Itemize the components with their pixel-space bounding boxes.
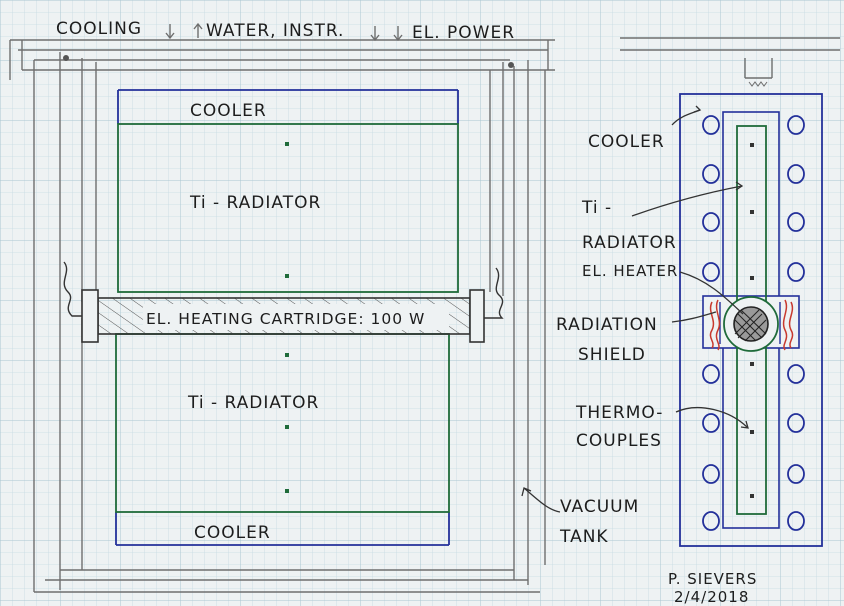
cooling-hole — [702, 164, 720, 184]
cooling-hole — [787, 115, 805, 135]
radiator-label: RADIATOR — [582, 233, 677, 253]
thermocouples-left — [285, 142, 289, 493]
cooling-hole — [702, 511, 720, 531]
radiation-shield-waves — [709, 299, 794, 351]
ti-radiator-top-label: Ti - RADIATOR — [189, 193, 321, 213]
cooling-hole — [702, 464, 720, 484]
cooling-hole — [787, 413, 805, 433]
radiation-label: RADIATION — [556, 315, 658, 335]
water-instr-label: WATER, INSTR. — [206, 21, 344, 41]
shield-label: SHIELD — [578, 345, 646, 365]
cooling-hole — [702, 364, 720, 384]
cooling-hole — [787, 212, 805, 232]
cooler-cross-section — [679, 93, 823, 547]
cooler-right-label: COOLER — [588, 132, 665, 152]
signature-name: P. SIEVERS — [668, 570, 757, 588]
el-power-label: EL. POWER — [412, 23, 515, 43]
thermo-label: THERMO- — [575, 403, 663, 423]
cartridge-label: EL. HEATING CARTRIDGE: 100 W — [146, 310, 425, 328]
vacuum-label: VACUUM — [560, 497, 639, 517]
radiation-shield — [719, 302, 781, 344]
cooler-bottom-label: COOLER — [194, 523, 271, 543]
signature-date: 2/4/2018 — [674, 588, 749, 606]
thread-mark — [748, 81, 768, 87]
cooler-bottom — [115, 512, 450, 546]
cooling-hole — [702, 413, 720, 433]
cartridge-end-left — [81, 289, 99, 343]
feedthrough-bolt-left — [63, 55, 69, 61]
cooler-top-label: COOLER — [190, 101, 267, 121]
cooler-top — [117, 89, 459, 124]
cooling-hole — [702, 262, 720, 282]
cooling-label: COOLING — [56, 19, 142, 39]
cooling-hole — [702, 212, 720, 232]
el-heater-label: EL. HEATER — [582, 262, 678, 280]
cooling-hole — [787, 164, 805, 184]
cooling-hole — [787, 364, 805, 384]
cartridge-end-right — [469, 289, 485, 343]
ti-radiator-top — [117, 123, 459, 293]
cooling-hole — [787, 511, 805, 531]
thermocouples-right — [750, 143, 754, 498]
cooling-hole — [787, 262, 805, 282]
el-heater-core — [733, 306, 769, 342]
el-heater-crosshatch — [734, 309, 767, 342]
leader-lines — [521, 105, 749, 513]
cartridge-label-bg — [143, 304, 449, 330]
tank-label: TANK — [559, 527, 609, 547]
couples-label: COUPLES — [576, 431, 662, 451]
wire-right-icon — [484, 267, 504, 319]
cooling-hole — [702, 115, 720, 135]
ti-radiator-bottom-label: Ti - RADIATOR — [187, 393, 319, 413]
feedthrough-lines — [9, 37, 840, 593]
header-arrows — [165, 22, 403, 42]
feedthrough-bolt-right — [508, 62, 514, 68]
wire-left-icon — [63, 261, 82, 317]
cooling-channels — [702, 115, 805, 531]
ti-label: Ti - — [581, 198, 612, 218]
cooling-hole — [787, 464, 805, 484]
